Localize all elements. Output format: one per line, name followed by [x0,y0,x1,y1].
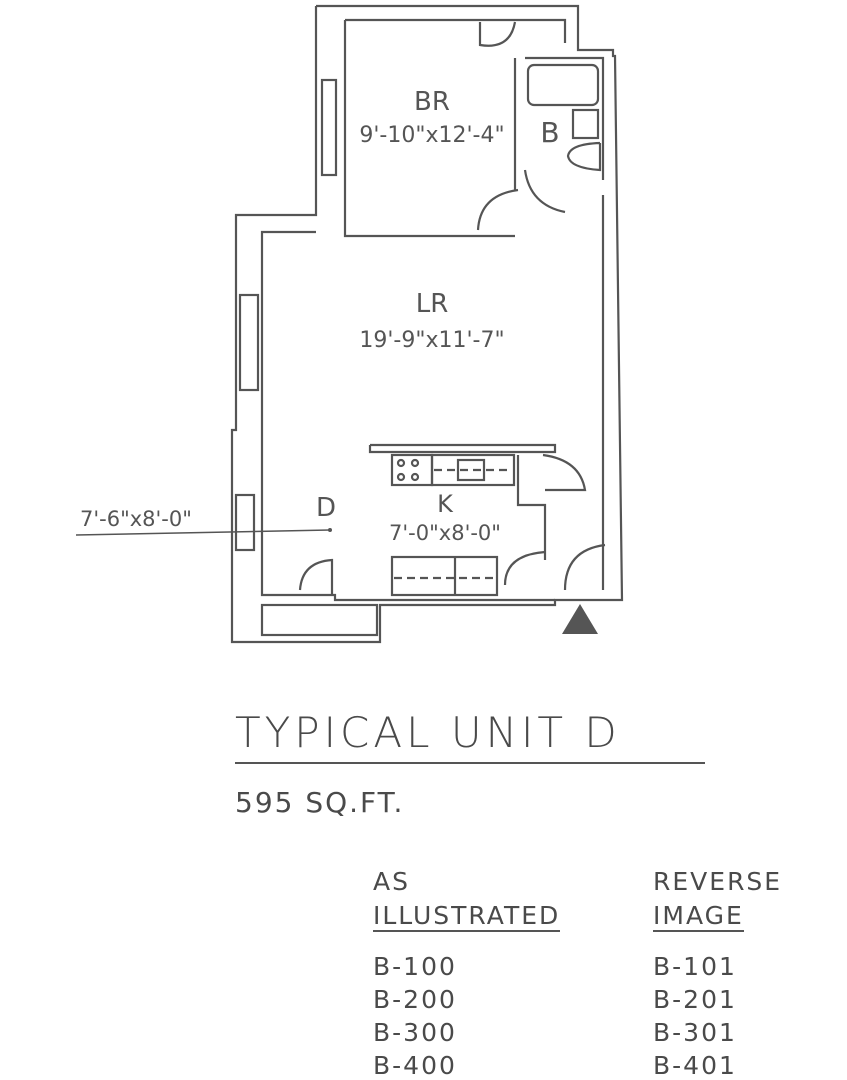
door-swing [298,558,334,595]
stove-burner [410,458,420,468]
bath-wall [525,56,605,180]
square-footage: 595 SQ.FT. [235,786,405,819]
kitchen-size: 7'-0"x8'-0" [389,521,501,545]
entry-arrow-icon [562,604,598,634]
window [238,293,260,392]
unit-number: B-200 [373,985,457,1014]
dining-size: 7'-6"x8'-0" [80,507,192,531]
unit-number: B-400 [373,1051,457,1080]
leader-line [75,529,331,536]
toilet-icon [566,141,602,172]
stove-burner [396,458,406,468]
closet-wall [516,455,547,560]
stove-burner [396,472,406,482]
door-swing [563,543,606,591]
window [320,78,338,177]
bedroom-size: 9'-10"x12'-4" [359,123,504,148]
header-line: IMAGE [653,901,744,932]
kitchen-counter-wall [368,443,557,454]
unit-number: B-201 [653,985,737,1014]
inner-wall [345,18,567,43]
as-illustrated-units: B-100 B-200 B-300 B-400 [373,950,457,1080]
window [234,493,256,552]
door-swing [523,169,566,214]
reverse-image-units: B-101 B-201 B-301 B-401 [653,950,737,1080]
header-line: ILLUSTRATED [373,901,561,932]
reverse-image-header: REVERSE IMAGE [653,865,782,933]
door-swing [503,550,546,586]
bath-label: B [540,116,559,149]
sink-counter [430,453,516,487]
unit-number: B-100 [373,952,457,981]
stove-icon [390,453,434,487]
outer-wall [230,4,624,644]
bedroom-wall [343,20,515,238]
counter [390,555,499,597]
plan-title: TYPICAL UNIT D [235,708,621,757]
header-line: AS [373,867,410,896]
unit-number: B-101 [653,952,737,981]
living-size: 19'-9"x11'-7" [359,328,504,353]
title-underline [235,762,705,764]
header-line-wrapper: ILLUSTRATED [373,899,561,933]
header-line-wrapper: IMAGE [653,899,782,933]
floor-plan-drawing: BR 9'-10"x12'-4" B LR 19'-9"x11'-7" D 7'… [75,4,624,644]
living-wall [260,230,555,602]
sink-icon [571,108,600,140]
dining-label: D [316,493,336,523]
door-swing [476,188,519,231]
unit-number: B-401 [653,1051,737,1080]
bedroom-label: BR [414,87,450,117]
unit-number: B-301 [653,1018,737,1047]
unit-number: B-300 [373,1018,457,1047]
header-line: REVERSE [653,867,783,896]
door-swing [478,21,517,47]
as-illustrated-header: AS ILLUSTRATED [373,865,561,933]
leader-dot [328,528,332,532]
door-swing [542,453,587,492]
closet [260,603,379,637]
living-label: LR [416,289,449,319]
kitchen-label: K [437,490,454,518]
bathtub-icon [526,63,600,107]
stove-burner [410,472,420,482]
kitchen-sink-icon [456,458,486,482]
